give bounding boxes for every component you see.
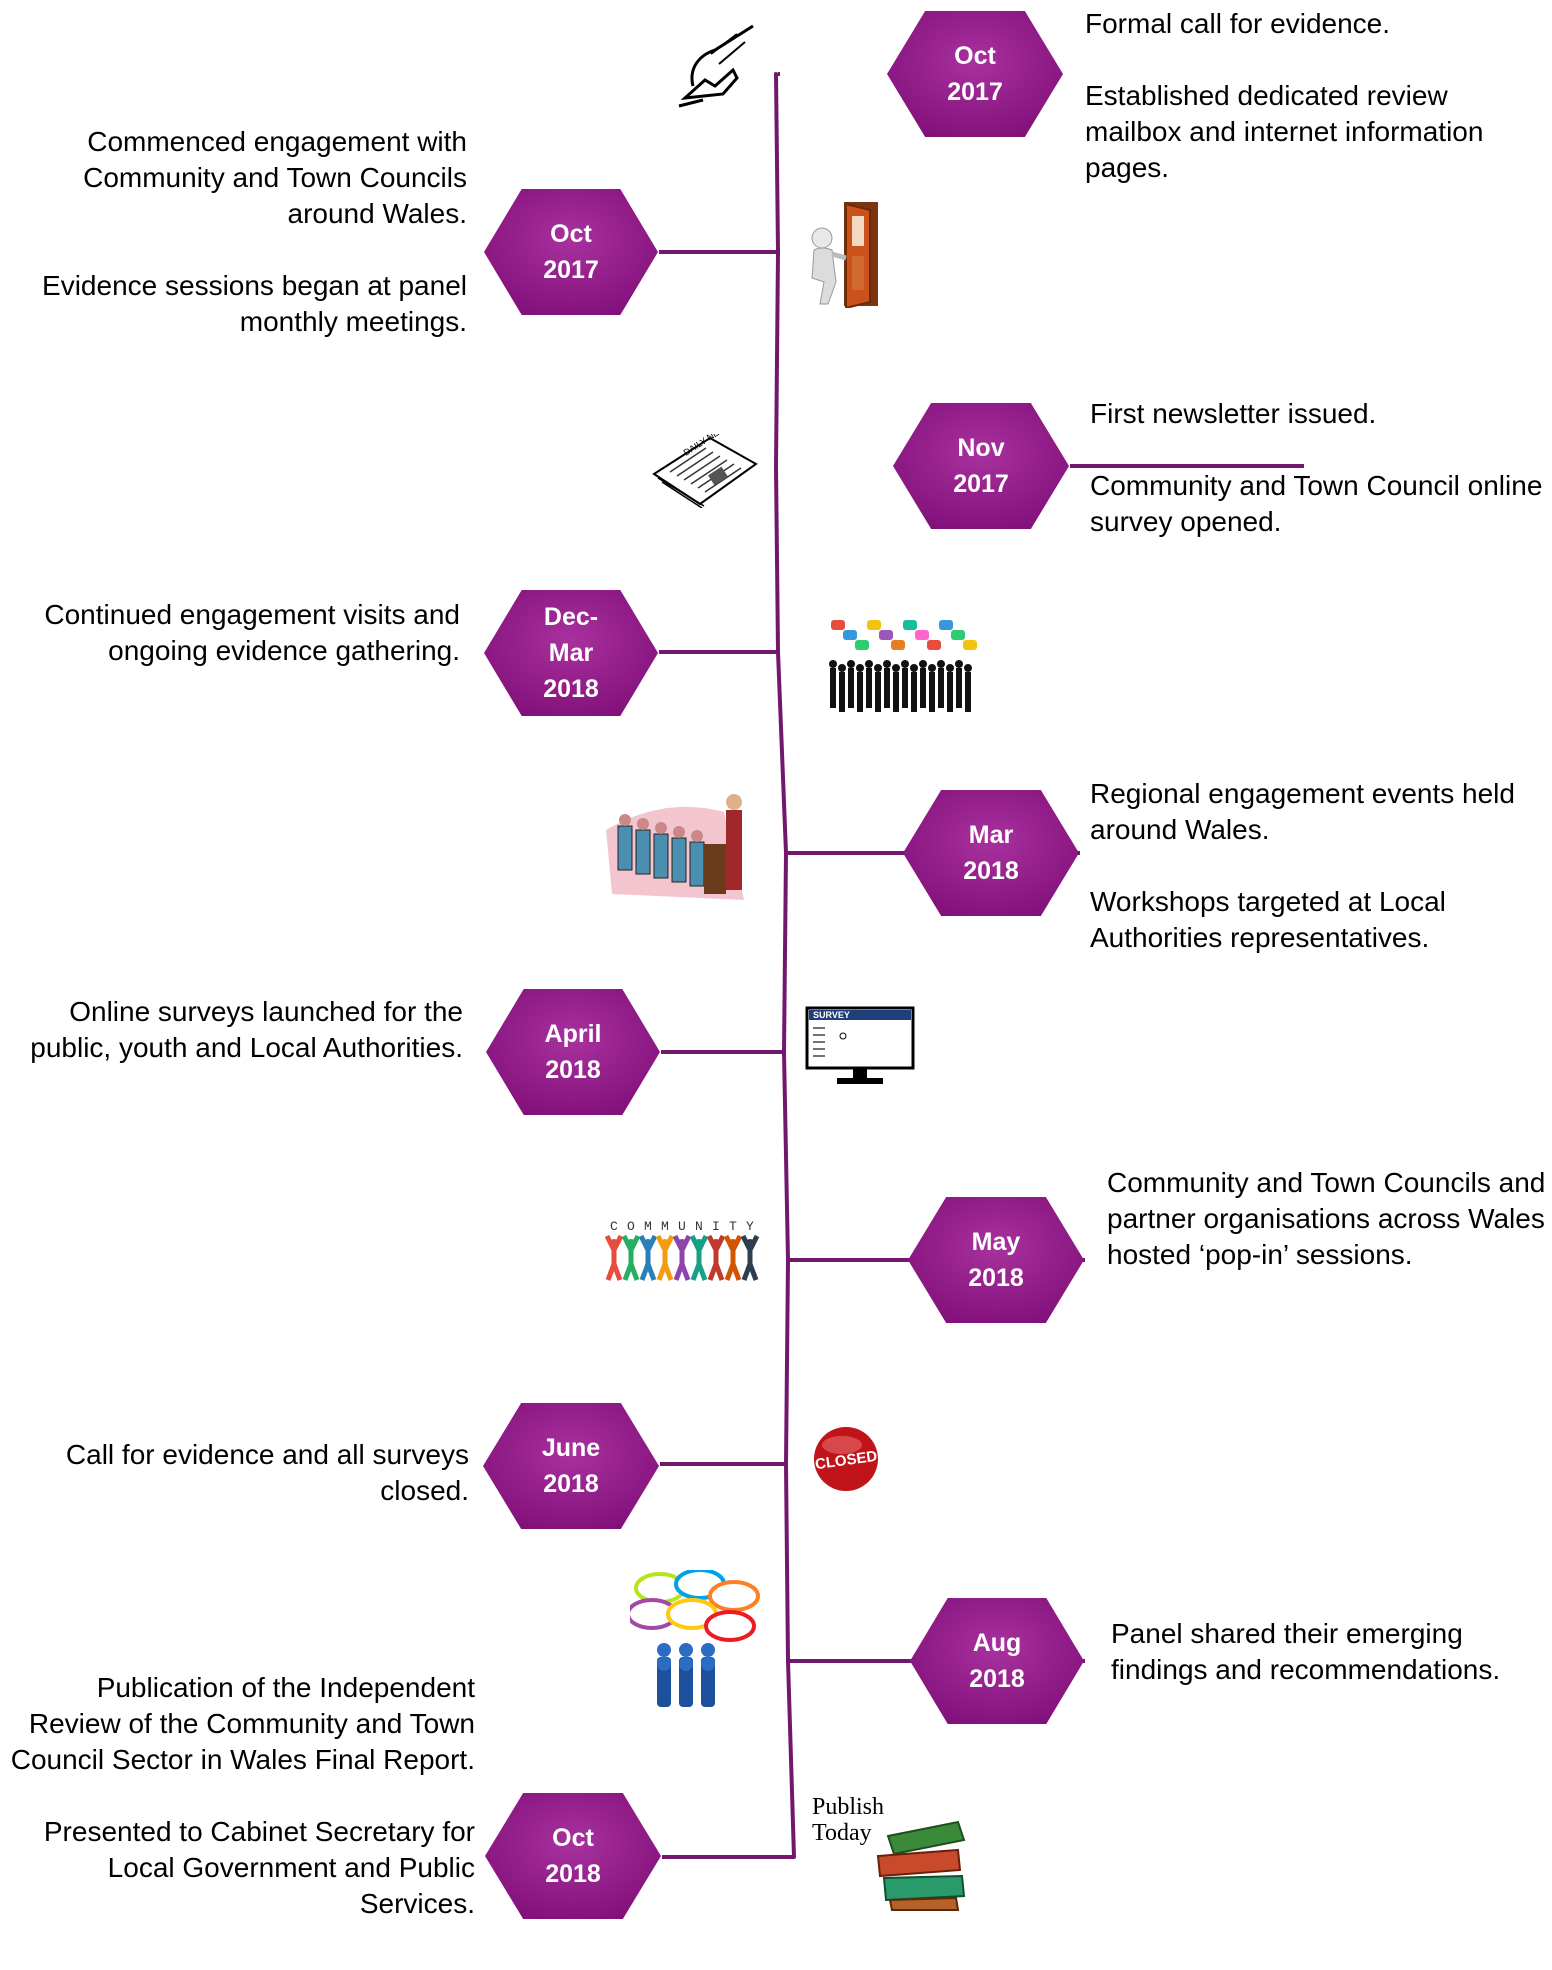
group-speech-bubbles-icon: [630, 1570, 760, 1707]
event-description: Online surveys launched for the public, …: [0, 994, 463, 1066]
people-speech-bubbles-icon: [829, 620, 977, 712]
newspaper-icon: DAILY NEWS: [652, 434, 758, 508]
date-label-line: Oct: [954, 42, 996, 70]
date-label-line: 2018: [543, 1470, 599, 1498]
date-label-line: Oct: [552, 1824, 594, 1852]
event-description-paragraph: Community and Town Council online survey…: [1090, 470, 1543, 537]
event-description-paragraph: Established dedicated review mailbox and…: [1085, 80, 1484, 183]
event-description-paragraph: Evidence sessions began at panel monthly…: [42, 270, 467, 337]
event-description-paragraph: Online surveys launched for the public, …: [30, 996, 463, 1063]
date-label-line: Mar: [968, 821, 1014, 849]
date-label-line: 2018: [545, 1860, 601, 1888]
date-label-line: Nov: [957, 434, 1005, 462]
svg-text:Today: Today: [812, 1820, 872, 1846]
date-label-line: Aug: [972, 1629, 1022, 1657]
date-label-line: June: [541, 1434, 601, 1462]
timeline-spine: [782, 851, 788, 1054]
survey-monitor-icon: SURVEY: [805, 1006, 915, 1084]
event-description-paragraph: First newsletter issued.: [1090, 398, 1377, 429]
date-label: Mar 2018: [902, 789, 1080, 917]
date-hexagon: Dec- Mar 2018: [483, 589, 659, 717]
event-description: Formal call for evidence. Established ded…: [1085, 6, 1545, 186]
audience-speaker-icon: [606, 794, 744, 900]
svg-text:M: M: [644, 1219, 652, 1234]
event-description-paragraph: Call for evidence and all surveys closed…: [65, 1439, 469, 1506]
date-label: May 2018: [907, 1196, 1085, 1324]
date-hexagon: Aug 2018: [909, 1597, 1085, 1725]
event-description-paragraph: Commenced engagement with Community and …: [83, 126, 467, 229]
svg-text:M: M: [661, 1219, 669, 1234]
svg-text:I: I: [712, 1219, 720, 1234]
svg-text:N: N: [695, 1219, 703, 1234]
date-label: Oct 2017: [886, 10, 1064, 138]
date-hexagon: April 2018: [485, 988, 661, 1116]
timeline-spine: [782, 1050, 790, 1262]
date-label-line: 2017: [953, 470, 1009, 498]
event-description-paragraph: Regional engagement events held around W…: [1090, 778, 1515, 845]
event-description-paragraph: Presented to Cabinet Secretary for Local…: [43, 1816, 475, 1919]
date-label: Oct 2017: [483, 188, 659, 316]
event-description: Publication of the Independent Review of…: [0, 1670, 475, 1922]
date-hexagon: June 2018: [482, 1402, 660, 1530]
event-description-paragraph: Publication of the Independent Review of…: [10, 1672, 475, 1775]
event-description-paragraph: Workshops targeted at Local Authorities …: [1090, 886, 1446, 953]
date-label: June 2018: [482, 1402, 660, 1530]
date-hexagon: Oct 2017: [483, 188, 659, 316]
date-label-line: 2017: [947, 78, 1003, 106]
timeline-spine: [786, 1659, 796, 1859]
event-description-paragraph: Formal call for evidence.: [1085, 8, 1391, 39]
date-label-line: 2018: [543, 675, 599, 703]
svg-text:U: U: [678, 1219, 686, 1234]
date-label: April 2018: [485, 988, 661, 1116]
closed-button-icon: CLOSED: [814, 1427, 879, 1491]
event-description: Regional engagement events held around W…: [1090, 776, 1550, 956]
timeline-spine: [774, 250, 780, 468]
svg-text:O: O: [627, 1219, 635, 1234]
event-description-paragraph: Continued engagement visits and ongoing …: [44, 599, 460, 666]
date-hexagon: Oct 2017: [886, 10, 1064, 138]
event-description-paragraph: Community and Town Councils and partner …: [1107, 1167, 1546, 1270]
svg-text:Publish: Publish: [812, 1794, 884, 1820]
date-label-line: Dec-: [543, 603, 599, 631]
date-label-line: 2018: [545, 1056, 601, 1084]
date-label-line: April: [544, 1020, 602, 1048]
date-label-line: Mar: [548, 639, 594, 667]
date-hexagon: May 2018: [907, 1196, 1085, 1324]
open-door-icon: [811, 202, 878, 308]
date-label-line: Oct: [550, 220, 592, 248]
date-hexagon: Nov 2017: [892, 402, 1070, 530]
date-label: Aug 2018: [909, 1597, 1085, 1725]
date-hexagon: Mar 2018: [902, 789, 1080, 917]
event-description: Call for evidence and all surveys closed…: [0, 1437, 469, 1509]
svg-text:C: C: [610, 1219, 618, 1234]
event-description-paragraph: Panel shared their emerging findings and…: [1111, 1618, 1501, 1685]
date-label: Oct 2018: [484, 1792, 662, 1920]
date-label-line: 2018: [969, 1665, 1025, 1693]
svg-text:T: T: [729, 1219, 737, 1234]
pen-writing-icon: [678, 24, 754, 108]
svg-text:Y: Y: [746, 1219, 754, 1234]
date-hexagon: Oct 2018: [484, 1792, 662, 1920]
event-description: Continued engagement visits and ongoing …: [0, 597, 460, 669]
date-label-line: May: [971, 1228, 1021, 1256]
svg-text:SURVEY: SURVEY: [813, 1010, 850, 1020]
event-description: Panel shared their emerging findings and…: [1111, 1616, 1531, 1688]
event-description: Community and Town Councils and partner …: [1107, 1165, 1547, 1273]
timeline-spine: [774, 72, 780, 254]
timeline-spine: [784, 1462, 790, 1663]
date-label-line: 2017: [543, 256, 599, 284]
date-label-line: 2018: [968, 1264, 1024, 1292]
timeline-spine: [784, 1258, 790, 1466]
event-description: Commenced engagement with Community and …: [0, 124, 467, 340]
date-label: Nov 2017: [892, 402, 1070, 530]
timeline-spine: [774, 464, 780, 654]
date-label-line: 2018: [963, 857, 1019, 885]
timeline-spine: [776, 650, 788, 855]
event-description: First newsletter issued. Community and To…: [1090, 396, 1550, 540]
date-label: Dec- Mar 2018: [483, 589, 659, 717]
